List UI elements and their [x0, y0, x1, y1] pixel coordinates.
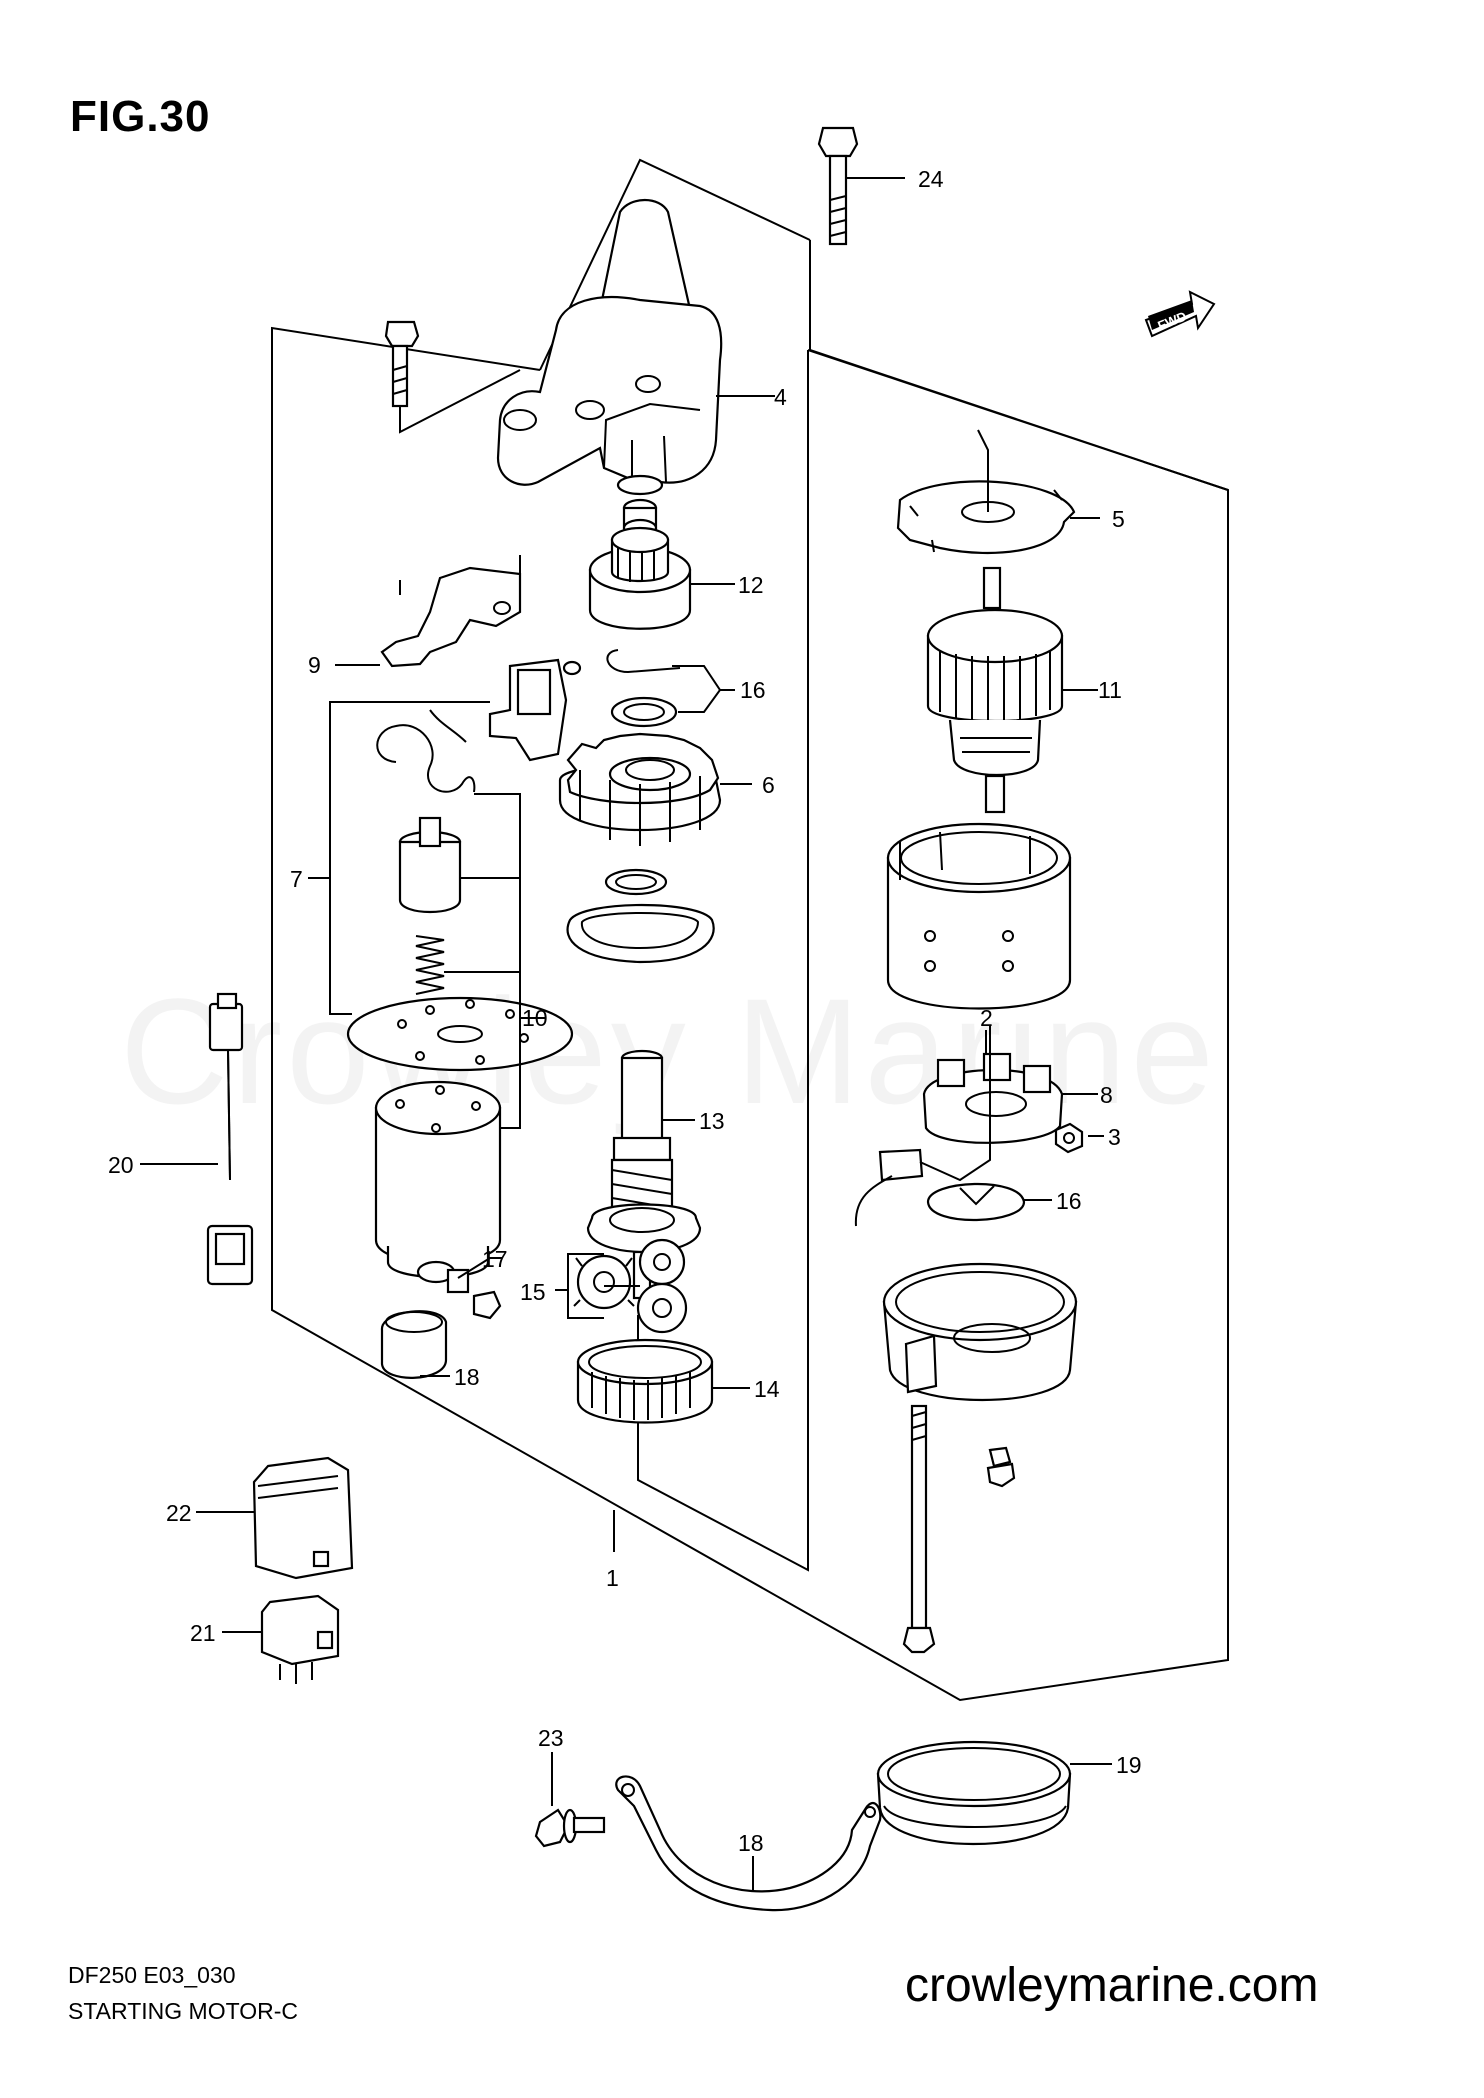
callout-23: 22 — [166, 1500, 192, 1526]
spring-wire[interactable] — [376, 709, 476, 793]
end-cover[interactable] — [882, 1262, 1078, 1402]
callout-labels: 24 4 5 12 9 11 16 6 7 10 2 8 13 3 20 16 … — [108, 166, 1142, 1856]
assembly-boundary — [271, 158, 1229, 1702]
callout-19: 18 — [738, 1830, 764, 1856]
nut-part-3[interactable] — [1054, 1122, 1104, 1154]
solenoid-body[interactable] — [374, 1080, 502, 1279]
callout-16-lower: 16 — [1056, 1188, 1082, 1214]
washer-part-16-lower[interactable] — [926, 1182, 1052, 1222]
figure-caption: STARTING MOTOR-C — [68, 1998, 298, 2024]
callout-5: 5 — [1112, 506, 1125, 532]
callout-9: 9 — [308, 652, 321, 678]
bolt-cover-small[interactable] — [986, 1446, 1016, 1488]
callout-1: 1 — [606, 1565, 619, 1591]
bolt-part-25[interactable] — [817, 126, 905, 246]
bracket-part-6[interactable] — [558, 732, 752, 846]
relay-part-23[interactable] — [196, 1456, 354, 1580]
housing-part-4[interactable] — [496, 199, 775, 486]
callout-3: 3 — [1108, 1124, 1121, 1150]
callout-14: 14 — [754, 1376, 780, 1402]
armature-part-11[interactable] — [926, 566, 1098, 814]
solenoid-plate[interactable] — [346, 996, 574, 1072]
plunger[interactable] — [398, 816, 462, 914]
callout-10: 10 — [522, 1005, 548, 1031]
lever-part-9[interactable] — [335, 555, 522, 668]
callout-18: 18 — [454, 1364, 480, 1390]
plate-part-5[interactable] — [896, 429, 1100, 555]
callout-6: 6 — [762, 772, 775, 798]
yoke-housing[interactable] — [886, 822, 1072, 1010]
part-7-leaders — [308, 701, 546, 1129]
lead-part-2[interactable] — [919, 1026, 991, 1182]
switch-block[interactable] — [488, 658, 582, 762]
bolt-part-24[interactable] — [534, 1752, 606, 1848]
pinion-part-12[interactable] — [588, 526, 735, 630]
bolt-small-top[interactable] — [384, 320, 521, 434]
callout-4: 4 — [774, 384, 787, 410]
terminal-part-17[interactable] — [416, 1257, 502, 1320]
callout-7: 7 — [290, 866, 303, 892]
cap-part-18[interactable] — [380, 1310, 450, 1379]
callout-21: 20 — [108, 1152, 134, 1178]
coil-spring[interactable] — [415, 935, 445, 995]
fwd-arrow: FWD — [1144, 290, 1216, 338]
callout-20: 19 — [1116, 1752, 1142, 1778]
band-part-20[interactable] — [876, 1740, 1112, 1845]
callout-2: 2 — [980, 1005, 993, 1031]
harness-part-21[interactable] — [140, 992, 254, 1286]
through-bolt[interactable] — [902, 1404, 936, 1654]
callout-13: 13 — [699, 1108, 725, 1134]
callout-17: 17 — [482, 1246, 508, 1272]
website-link[interactable]: crowleymarine.com — [905, 1959, 1319, 2012]
callout-11: 11 — [1098, 677, 1122, 703]
callout-22: 21 — [190, 1620, 216, 1646]
callout-24: 23 — [538, 1725, 564, 1751]
figure-title: FIG.30 — [70, 92, 211, 141]
callout-8: 8 — [1100, 1082, 1113, 1108]
ring-below-bracket[interactable] — [604, 868, 668, 896]
gasket[interactable] — [566, 903, 715, 964]
callout-12: 12 — [738, 572, 764, 598]
brush-holder-part-8[interactable] — [854, 1030, 1098, 1227]
callout-15: 15 — [520, 1279, 546, 1305]
clamp-part-19[interactable] — [615, 1775, 882, 1912]
relay-part-22[interactable] — [222, 1594, 340, 1684]
ring-gear-part-14[interactable] — [576, 1338, 750, 1424]
callout-25: 24 — [918, 166, 944, 192]
snap-ring-part-16-upper[interactable] — [606, 649, 735, 728]
callout-16-upper: 16 — [740, 677, 766, 703]
model-code: DF250 E03_030 — [68, 1962, 236, 1988]
gears-part-15[interactable] — [555, 1238, 688, 1334]
